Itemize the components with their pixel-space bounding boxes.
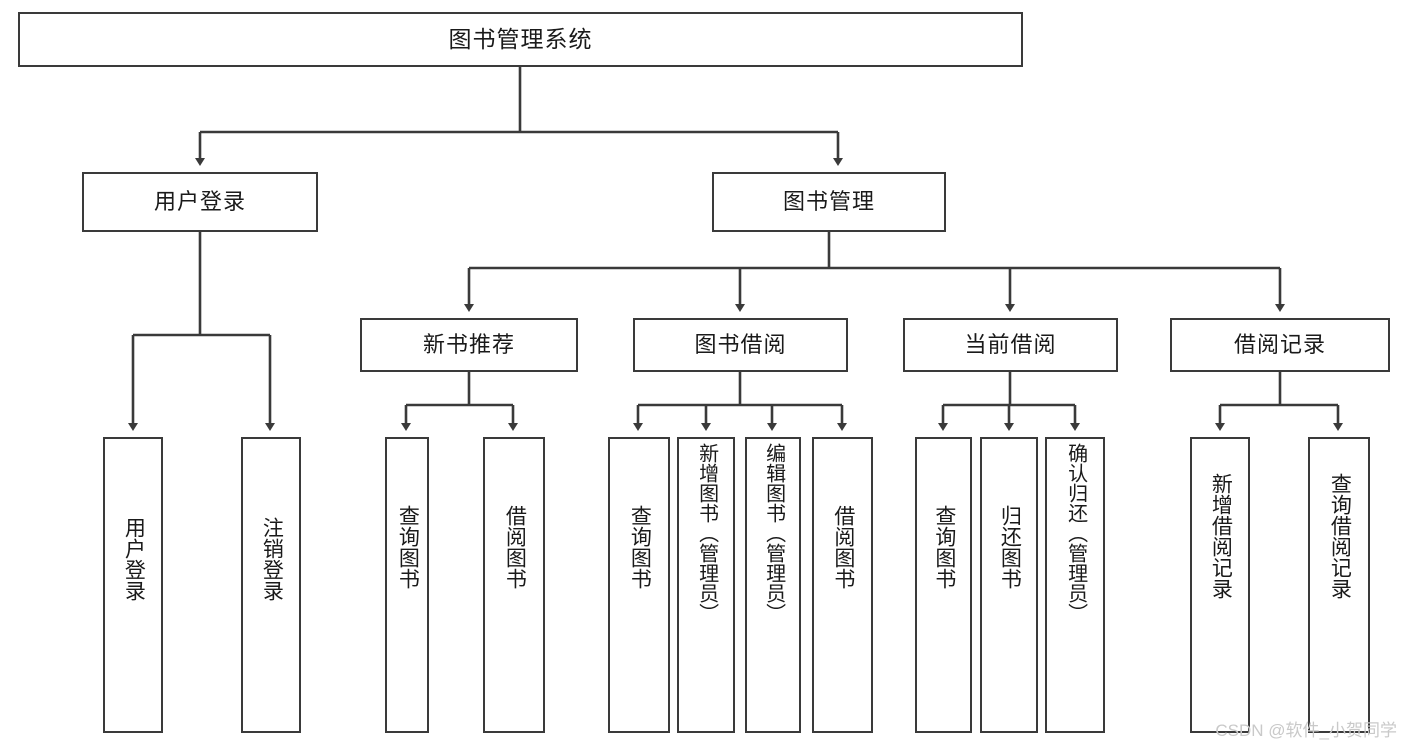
node-label: 编辑图书（管理员） [762,443,785,623]
node-label: 用户登录 [153,189,246,215]
node-label: 新书推荐 [422,332,515,358]
node-label: 查询图书 [396,505,420,589]
node-book-borrow[interactable]: 图书借阅 [633,318,848,372]
node-label: 查询借阅记录 [1328,473,1352,599]
node-user-login[interactable]: 用户登录 [82,172,318,232]
leaf-confirm-return-admin[interactable]: 确认归还（管理员） [1045,437,1105,733]
node-label: 确认归还（管理员） [1064,443,1087,623]
leaf-add-book-admin[interactable]: 新增图书（管理员） [677,437,735,733]
leaf-borrow-book[interactable]: 借阅图书 [812,437,873,733]
node-new-book-recommend[interactable]: 新书推荐 [360,318,578,372]
leaf-query-book-recommend[interactable]: 查询图书 [385,437,429,733]
leaf-query-borrow-record[interactable]: 查询借阅记录 [1308,437,1370,733]
node-label: 图书借阅 [694,332,787,358]
node-label: 注销登录 [260,517,284,601]
node-label: 图书管理 [782,189,875,215]
node-borrow-record[interactable]: 借阅记录 [1170,318,1390,372]
leaf-logout[interactable]: 注销登录 [241,437,301,733]
leaf-query-book-current[interactable]: 查询图书 [915,437,972,733]
node-label: 查询图书 [628,505,652,589]
node-label: 图书管理系统 [448,26,593,53]
node-book-management[interactable]: 图书管理 [712,172,946,232]
leaf-return-book[interactable]: 归还图书 [980,437,1038,733]
leaf-add-borrow-record[interactable]: 新增借阅记录 [1190,437,1250,733]
node-label: 用户登录 [122,517,146,601]
node-current-borrow[interactable]: 当前借阅 [903,318,1118,372]
node-label: 借阅图书 [831,505,855,589]
node-label: 查询图书 [932,505,956,589]
node-label: 当前借阅 [964,332,1057,358]
node-label: 新增图书（管理员） [695,443,718,623]
node-label: 新增借阅记录 [1209,473,1233,599]
leaf-query-book-borrow[interactable]: 查询图书 [608,437,670,733]
node-root-book-management-system[interactable]: 图书管理系统 [18,12,1023,67]
node-label: 借阅图书 [503,505,527,589]
leaf-borrow-book-recommend[interactable]: 借阅图书 [483,437,545,733]
node-label: 借阅记录 [1233,332,1326,358]
node-label: 归还图书 [998,505,1022,589]
leaf-user-login[interactable]: 用户登录 [103,437,163,733]
leaf-edit-book-admin[interactable]: 编辑图书（管理员） [745,437,801,733]
